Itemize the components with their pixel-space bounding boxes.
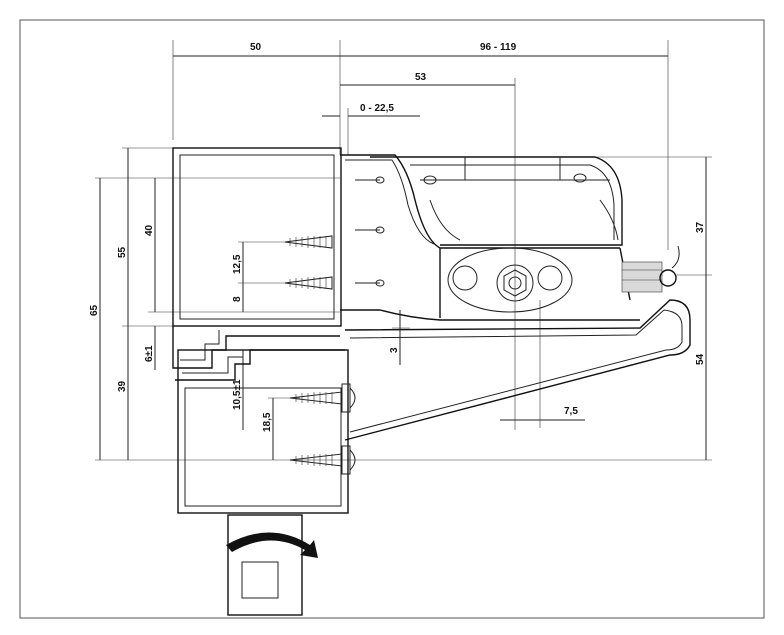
drawing-frame (19, 19, 765, 619)
right-dimensions (392, 156, 712, 460)
dim-0-22-5: 0 - 22,5 (360, 103, 394, 114)
screw-upper-1 (284, 235, 333, 249)
dim-55: 55 (117, 246, 128, 258)
dim-3: 3 (389, 347, 400, 353)
screw-lower-2 (289, 445, 356, 475)
dim-7-5: 7,5 (564, 406, 578, 417)
dim-18-5: 18,5 (262, 412, 273, 432)
screw-upper-2 (284, 276, 333, 290)
rotation-arrow-icon (226, 532, 318, 558)
dimension-labels: 50 96 - 119 53 0 - 22,5 40 55 65 12,5 8 … (89, 42, 706, 432)
dim-39: 39 (117, 380, 128, 392)
dim-6pm1: 6±1 (144, 345, 155, 362)
dim-37: 37 (695, 221, 706, 233)
dim-50: 50 (250, 42, 262, 53)
dim-12-5: 12,5 (232, 254, 243, 274)
dim-8: 8 (232, 296, 243, 302)
operating-arm (344, 299, 691, 441)
screw-lower-1 (289, 383, 356, 413)
dim-40: 40 (144, 224, 155, 236)
dim-53: 53 (415, 72, 427, 83)
frame-profile (172, 147, 349, 514)
gear-housing (370, 156, 680, 318)
mounting-bracket (340, 154, 640, 321)
left-dimensions (95, 147, 712, 461)
top-dimensions (172, 40, 669, 430)
dim-10-5pm1: 10,5±1 (232, 379, 243, 410)
screws (284, 235, 356, 475)
handle (226, 514, 318, 616)
dim-65: 65 (89, 304, 100, 316)
shaded-tongue (621, 261, 663, 293)
dim-96-119: 96 - 119 (480, 42, 517, 53)
dim-54: 54 (695, 353, 706, 365)
